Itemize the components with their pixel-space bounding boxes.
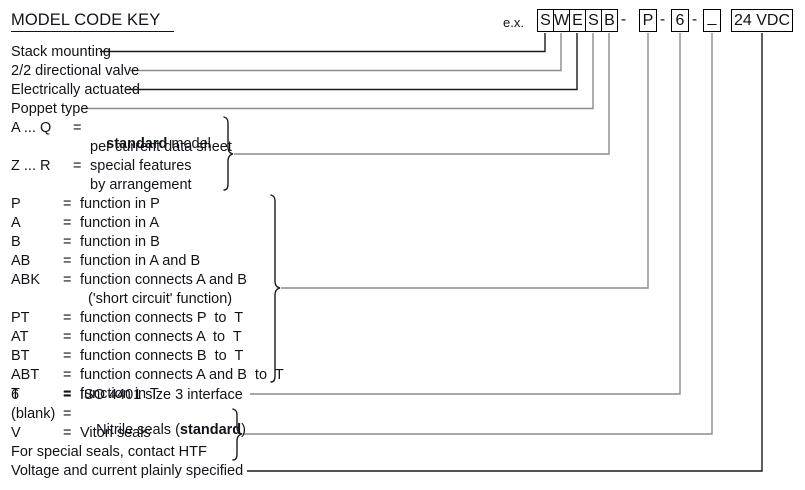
- key-interface-equals: =: [63, 387, 72, 403]
- seal-row-viton-code: V: [11, 425, 21, 441]
- seal-blank-bold: standard: [179, 422, 242, 438]
- function-row-abk-cont: ('short circuit' function): [88, 291, 233, 307]
- code-separator-1: -: [620, 11, 627, 28]
- model-row-standard-equals: =: [73, 120, 82, 136]
- seal-row-viton-desc: Viton seals: [80, 425, 151, 441]
- function-row-ab-desc: function in A and B: [80, 253, 201, 269]
- function-row-abt-code: ABT: [11, 367, 40, 383]
- model-row-special-code: Z ... R: [11, 158, 51, 174]
- leader-directional-valve: [130, 33, 562, 72]
- seal-blank-pre: Nitrile seals (: [96, 422, 180, 438]
- brace-seal-group: [232, 33, 713, 461]
- function-row-abt-equals: =: [63, 367, 72, 383]
- code-box-function-port[interactable]: P: [639, 9, 657, 32]
- function-row-b-code: B: [11, 234, 21, 250]
- key-row-directional-valve: 2/2 directional valve: [11, 63, 140, 79]
- function-row-abt-desc: function connects A and B to T: [80, 367, 284, 383]
- title-underline: [11, 31, 174, 32]
- seal-row-blank-equals: =: [63, 406, 72, 422]
- brace-function-group: [270, 33, 649, 383]
- model-row-standard-code: A ... Q: [11, 120, 52, 136]
- code-box-interface-size[interactable]: 6: [671, 9, 689, 32]
- function-row-a-code: A: [11, 215, 21, 231]
- leader-electrically-actuated: [126, 33, 578, 91]
- function-row-p-code: P: [11, 196, 21, 212]
- function-row-abk-equals: =: [63, 272, 72, 288]
- function-row-p-desc: function in P: [80, 196, 160, 212]
- seal-row-special-note: For special seals, contact HTF: [11, 444, 207, 460]
- seal-blank-post: ): [241, 422, 247, 438]
- key-interface-desc: ISO 4401 size 3 interface: [80, 387, 243, 403]
- voltage-row-desc: Voltage and current plainly specified: [11, 463, 244, 479]
- brace-model-group: [223, 33, 610, 191]
- seal-row-blank-desc: Nitrile seals (standard): [80, 406, 246, 454]
- example-label: e.x.: [503, 15, 524, 30]
- function-row-pt-equals: =: [63, 310, 72, 326]
- code-separator-3: -: [691, 11, 698, 28]
- code-box-electrically-actuated[interactable]: E: [569, 9, 586, 32]
- code-box-directional-valve[interactable]: W: [553, 9, 570, 32]
- model-row-special-cont: by arrangement: [90, 177, 192, 193]
- leader-poppet-type: [83, 33, 594, 110]
- code-separator-2: -: [659, 11, 666, 28]
- function-row-p-equals: =: [63, 196, 72, 212]
- model-row-standard-cont: per current data sheet: [90, 139, 232, 155]
- function-row-t-desc: function in T: [80, 386, 159, 402]
- model-standard-bold: standard: [106, 136, 168, 152]
- model-standard-rest: model: [167, 136, 211, 152]
- code-box-seal-material[interactable]: _: [703, 9, 721, 32]
- page-title: MODEL CODE KEY: [11, 11, 161, 29]
- model-row-standard-desc: standard model: [90, 120, 211, 168]
- leader-voltage: [247, 33, 763, 472]
- code-box-poppet-type[interactable]: S: [585, 9, 602, 32]
- function-row-t-equals: =: [63, 386, 72, 402]
- seal-row-viton-equals: =: [63, 425, 72, 441]
- function-row-t-code: T: [11, 386, 20, 402]
- function-row-ab-equals: =: [63, 253, 72, 269]
- function-row-abk-desc: function connects A and B: [80, 272, 247, 288]
- leader-interface-size: [250, 33, 681, 395]
- function-row-pt-desc: function connects P to T: [80, 310, 244, 326]
- function-row-bt-equals: =: [63, 348, 72, 364]
- function-row-at-equals: =: [63, 329, 72, 345]
- code-box-voltage[interactable]: 24 VDC: [731, 9, 793, 32]
- function-row-b-desc: function in B: [80, 234, 160, 250]
- code-box-stack-mounting[interactable]: S: [537, 9, 554, 32]
- key-row-poppet-type: Poppet type: [11, 101, 89, 117]
- model-row-special-desc: special features: [90, 158, 192, 174]
- model-row-special-equals: =: [73, 158, 82, 174]
- leader-stack-mounting: [100, 33, 546, 53]
- function-row-a-equals: =: [63, 215, 72, 231]
- function-row-abk-code: ABK: [11, 272, 41, 288]
- function-row-b-equals: =: [63, 234, 72, 250]
- function-row-bt-desc: function connects B to T: [80, 348, 244, 364]
- key-interface-code: 6: [11, 387, 20, 403]
- key-row-stack-mounting: Stack mounting: [11, 44, 111, 60]
- function-row-pt-code: PT: [11, 310, 30, 326]
- function-row-bt-code: BT: [11, 348, 30, 364]
- function-row-at-code: AT: [11, 329, 29, 345]
- seal-row-blank-code: (blank): [11, 406, 56, 422]
- function-row-ab-code: AB: [11, 253, 31, 269]
- code-box-model-variant[interactable]: B: [601, 9, 618, 32]
- function-row-a-desc: function in A: [80, 215, 159, 231]
- function-row-at-desc: function connects A to T: [80, 329, 242, 345]
- key-row-electrically-actuated: Electrically actuated: [11, 82, 140, 98]
